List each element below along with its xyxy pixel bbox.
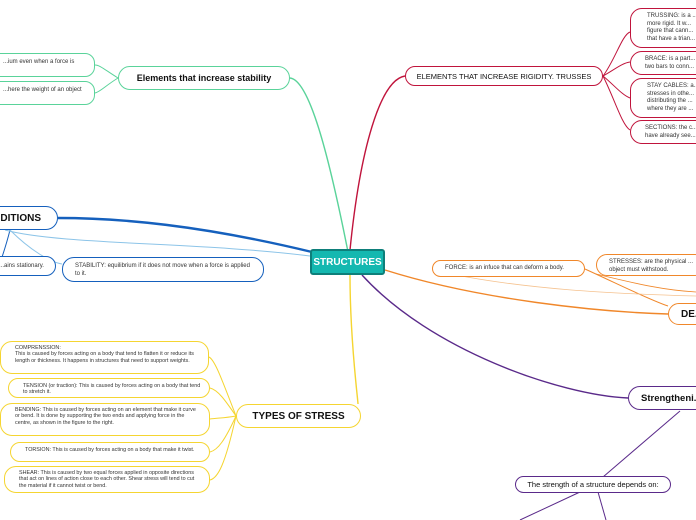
link-rigidity-child-4 [602,75,631,131]
stress-child-compression[interactable]: COMPRENSSION: This is caused by forces a… [0,341,209,374]
topic-elements-increase-stability[interactable]: Elements that increase stability [118,66,290,90]
link-stress-child-1 [208,356,237,417]
conditions-child-stationary[interactable]: ...ains stationary. [0,256,56,276]
stability-child-2[interactable]: ...here the weight of an object [0,81,95,105]
stress-child-shear[interactable]: SHEAR: This is caused by two equal force… [4,466,210,493]
link-center-rigidity [349,75,406,251]
link-strengthening-depends [602,410,681,478]
topic-strengthening[interactable]: Strengtheni... [628,386,696,410]
conditions-child-stability[interactable]: STABILITY: equilibrium if it does not mo… [62,257,264,282]
stress-child-bending[interactable]: BENDING: This is caused by forces acting… [0,403,210,436]
stress-child-tension[interactable]: TENSION (or traction): This is caused by… [8,378,210,398]
link-center-strengthening [361,274,629,399]
topic-conditions[interactable]: ...DITIONS [0,206,58,230]
definitions-child-force[interactable]: FORCE: is an infuce that can deform a bo… [432,260,585,277]
link-center-stability [289,77,351,263]
link-center-stress [349,274,359,405]
link-rigidity-child-3 [602,75,631,99]
rigidity-child-sections[interactable]: SECTIONS: the c... have already see... [630,120,696,144]
rigidity-child-trussing[interactable]: TRUSSING: is a ... more rigid. It w... f… [630,8,696,48]
link-depends-down-1 [519,491,581,520]
stability-child-1[interactable]: ...ium even when a force is [0,53,95,77]
link-rigidity-child-1 [602,31,631,77]
link-stress-child-5 [209,415,237,481]
stress-child-torsion[interactable]: TORSION: This is caused by forces acting… [10,442,210,462]
link-rigidity-child-2 [602,61,631,77]
link-definitions-stresses [595,273,696,293]
topic-definitions[interactable]: DE... [668,303,696,325]
link-conditions-child-3 [4,229,311,257]
link-stress-child-4 [209,415,237,453]
link-stability-child-2 [94,77,119,94]
link-stress-child-3 [209,415,237,420]
strength-depends-on[interactable]: The strength of a structure depends on: [515,476,671,493]
link-definitions-force [584,268,669,307]
link-conditions-child-2 [9,229,63,265]
rigidity-child-brace[interactable]: BRACE: is a part... two bars to conn... [630,51,696,75]
link-center-conditions [57,216,313,254]
link-depends-down-2 [597,491,607,520]
link-stability-child-1 [94,64,119,79]
link-stress-child-2 [209,387,237,417]
topic-types-of-stress[interactable]: TYPES OF STRESS [236,404,361,428]
topic-elements-increase-rigidity[interactable]: ELEMENTS THAT INCREASE RIGIDITY. TRUSSES [405,66,603,86]
rigidity-child-stay-cables[interactable]: STAY CABLES: a... stresses in othe... di… [630,78,696,118]
link-center-definitions [384,269,669,315]
central-topic[interactable]: STRUCTURES [310,249,385,275]
definitions-child-stresses[interactable]: STRESSES: are the physical ... object mu… [596,254,696,276]
